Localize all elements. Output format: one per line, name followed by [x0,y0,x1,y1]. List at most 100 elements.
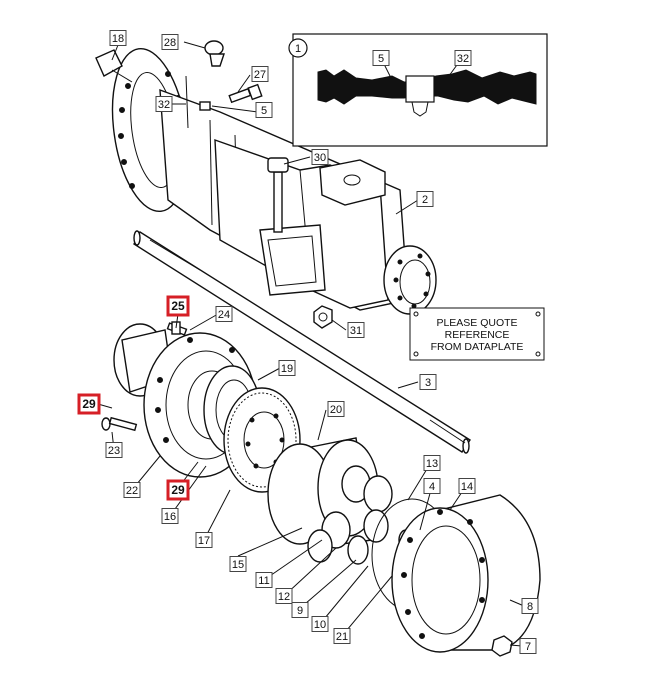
drain-plug-7 [491,635,513,657]
callout-label-20: 20 [327,401,345,417]
callout-number: 20 [330,404,342,416]
breather-cap [95,49,133,83]
callout-number: 9 [297,605,303,617]
callout-number: 31 [350,325,362,337]
callout-box [423,455,441,471]
callout-number: 19 [281,363,293,375]
callout-label-30: 30 [311,149,329,165]
callout-number: 13 [426,458,438,470]
callout-label-32b: 32 [454,50,472,66]
callout-label-31: 31 [347,322,365,338]
callout-number: 29 [82,397,96,411]
leader-lines [97,41,525,647]
callout-label-10: 10 [311,616,329,632]
bolt-27 [228,83,263,104]
callout-number: 8 [527,601,533,613]
callout-box [327,401,345,417]
callout-box [458,478,476,494]
callout-label-25: 25 [166,295,190,317]
callout-label-3: 3 [419,374,437,390]
callout-label-5a: 5 [255,102,273,118]
callout-box [372,50,390,66]
callout-box [155,96,173,112]
callout-label-16: 16 [161,508,179,524]
callout-box [161,508,179,524]
callout-number: 14 [461,481,473,493]
grease-nipple [204,40,225,67]
callout-label-13: 13 [423,455,441,471]
callout-box [255,102,273,118]
callout-label-32a: 32 [155,96,173,112]
callout-label-2: 2 [416,191,434,207]
plate-line-3: FROM DATAPLATE [431,341,524,353]
callout-number: 5 [261,105,267,117]
callout-number: 24 [218,309,230,321]
callout-number: 12 [278,591,290,603]
callout-label-9: 9 [291,602,309,618]
callout-label-22: 22 [123,482,141,498]
callout-number: 23 [108,445,120,457]
callout-label-15: 15 [229,556,247,572]
callout-number: 32 [158,99,170,111]
axle-housing [111,47,437,315]
inset-detail: 1 [288,33,548,147]
callout-box [166,479,190,501]
callout-label-24: 24 [215,306,233,322]
callout-label-21: 21 [333,628,351,644]
callout-number: 5 [378,53,384,65]
callout-label-7: 7 [519,638,537,654]
callout-label-18: 18 [109,30,127,46]
callout-label-27: 27 [251,66,269,82]
callout-label-11: 11 [255,572,273,588]
callout-number: 25 [171,299,185,313]
callout-number: 16 [164,511,176,523]
dataplate: PLEASE QUOTE REFERENCE FROM DATAPLATE [409,307,545,361]
callout-box [419,374,437,390]
callout-number: 11 [258,575,269,587]
callout-number: 18 [112,33,124,45]
planet-gears [307,465,393,565]
callout-label-12: 12 [275,588,293,604]
callout-number: 30 [314,152,326,164]
callout-box [195,532,213,548]
callout-number: 3 [425,377,431,389]
callout-label-4: 4 [423,478,441,494]
callout-label-29b: 29 [166,479,190,501]
callout-box [105,442,123,458]
plate-line-1: PLEASE QUOTE [436,317,517,329]
callout-box [333,628,351,644]
callout-label-23: 23 [105,442,123,458]
callout-label-17: 17 [195,532,213,548]
callout-box [215,306,233,322]
nut-31 [313,305,333,329]
callout-number: 27 [254,69,266,81]
callout-box [347,322,365,338]
callout-label-19: 19 [278,360,296,376]
callout-number: 4 [429,481,435,493]
callout-label-8: 8 [521,598,539,614]
callout-number: 10 [314,619,326,631]
callout-number: 17 [198,535,210,547]
callout-number: 21 [336,631,348,643]
inset-badge: 1 [295,43,301,55]
callout-box [423,478,441,494]
callout-box [519,638,537,654]
callout-box [255,572,273,588]
callout-box [166,295,190,317]
callout-label-14: 14 [458,478,476,494]
bolt-23 [101,416,138,432]
callout-box [161,34,179,50]
callout-box [454,50,472,66]
callout-number: 22 [126,485,138,497]
callout-box [278,360,296,376]
callout-label-29a: 29 [77,393,101,415]
callout-box [229,556,247,572]
callout-box [123,482,141,498]
callout-number: 28 [164,37,176,49]
callout-number: 29 [171,483,185,497]
callout-box [291,602,309,618]
callout-number: 32 [457,53,469,65]
callout-box [275,588,293,604]
